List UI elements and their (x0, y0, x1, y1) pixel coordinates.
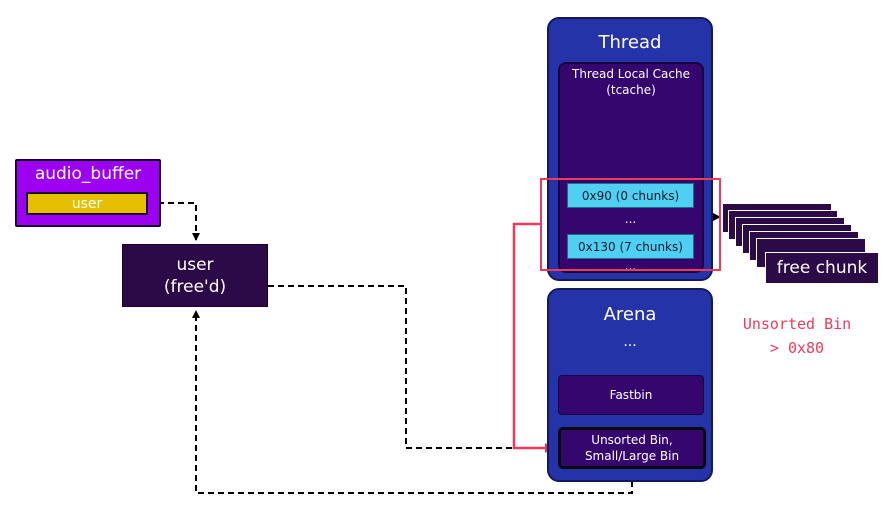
arena-ellipsis: ... (623, 334, 637, 350)
audio-buffer-user-field: user (26, 192, 148, 215)
highlight-route-arrow (512, 222, 555, 453)
pointer-audio-to-user (148, 202, 200, 241)
unsorted-bin-annotation: Unsorted Bin > 0x80 (722, 312, 872, 360)
annotation-line1: Unsorted Bin (742, 315, 852, 333)
tcache-bin-0x90: 0x90 (0 chunks) (567, 183, 694, 208)
tcache-bin-0x130: 0x130 (7 chunks) (567, 234, 694, 259)
annotation-line2: > 0x80 (769, 339, 825, 357)
free-chunk-front: free chunk (765, 252, 879, 284)
tcache-title-line2: (tcache) (606, 83, 656, 97)
small-large-bin-label: Small/Large Bin (584, 449, 680, 463)
thread-title: Thread (598, 31, 662, 53)
free-chunk-label: free chunk (776, 258, 868, 278)
unsorted-bin-label: Unsorted Bin, (591, 433, 673, 447)
tcache-ellipsis-bottom: ... (624, 259, 637, 273)
arena-title: Arena (603, 303, 657, 325)
unsorted-bin-box: Unsorted Bin, Small/Large Bin (558, 427, 706, 469)
tcache-title: Thread Local Cache (tcache) (558, 65, 704, 99)
fastbin-box: Fastbin (558, 375, 704, 415)
tcache-title-line1: Thread Local Cache (571, 67, 690, 81)
tcache-highlight-box (540, 178, 721, 271)
tcache-ellipsis: ... (624, 212, 637, 226)
link-unsorted-to-user (192, 310, 633, 494)
link-user-to-unsorted (268, 285, 557, 452)
user-freed-state: (free'd) (163, 276, 227, 297)
audio-buffer-title: audio_buffer (34, 164, 142, 184)
user-freed-box: user (free'd) (122, 244, 268, 307)
user-freed-label: user (176, 254, 214, 275)
